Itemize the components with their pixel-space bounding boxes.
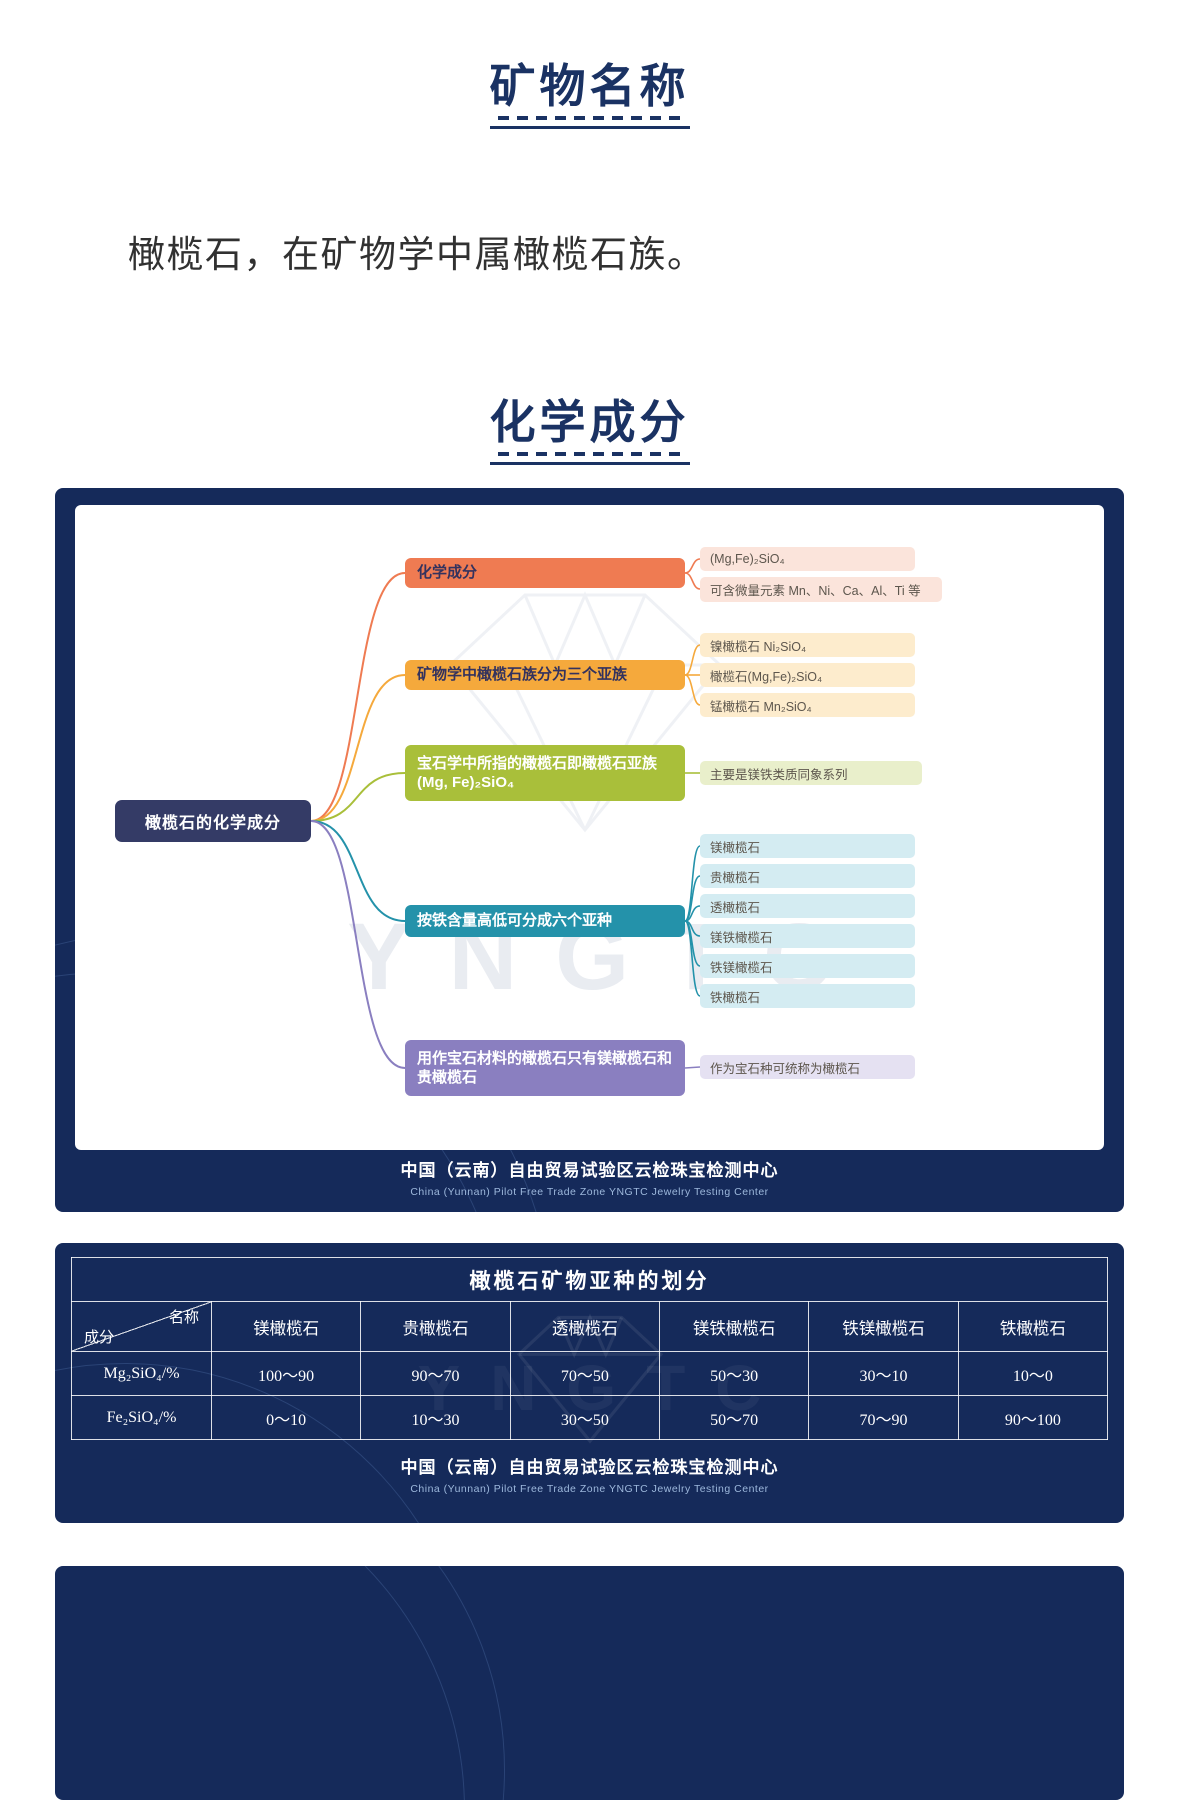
- table-cell: 70～50: [509, 1351, 660, 1396]
- footer-cn: 中国（云南）自由贸易试验区云检珠宝检测中心: [400, 1458, 779, 1477]
- table-cell: 50～70: [658, 1395, 810, 1440]
- table-cell: 10～0: [957, 1351, 1109, 1396]
- olivine-subspecies-table: 橄榄石矿物亚种的划分 名称 成分 镁橄榄石 贵橄榄石 透橄榄石 镁铁橄榄石 铁镁…: [71, 1257, 1109, 1440]
- connector-root-b3: [310, 772, 406, 822]
- table-cell: 70～90: [808, 1395, 959, 1440]
- mindmap-branch-six-subspecies: 按铁含量高低可分成六个亚种: [405, 905, 685, 937]
- mindmap-branch-chemical-composition: 化学成分: [405, 558, 685, 588]
- decor-arc: [55, 1566, 505, 1800]
- diagonal-divider: 名称 成分: [72, 1302, 211, 1351]
- connector-leaf: [684, 1066, 701, 1069]
- mindmap-branch-gemology-subgroup: 宝石学中所指的橄榄石即橄榄石亚族 (Mg, Fe)₂SiO₄: [405, 745, 685, 801]
- title-underline: [489, 452, 690, 465]
- mindmap-leaf-hyalosiderite: 透橄榄石: [700, 894, 915, 918]
- mindmap-branch-gem-material: 用作宝石材料的橄榄石只有镁橄榄石和贵橄榄石: [405, 1040, 685, 1096]
- corner-label-composition: 成分: [84, 1330, 115, 1346]
- table-cell: 100～90: [210, 1351, 362, 1396]
- mindmap-root-node: 橄榄石的化学成分: [115, 800, 311, 842]
- column-header: 镁橄榄石: [210, 1301, 362, 1352]
- connector-leaf: [684, 644, 701, 676]
- table-corner-cell: 名称 成分: [71, 1301, 212, 1352]
- mindmap-leaf-fe-mg-olivine: 铁镁橄榄石: [700, 954, 915, 978]
- table-row: Mg₂SiO₄/% 100～90 90～70 70～50 50～30 30～10…: [71, 1351, 1109, 1396]
- table-cell: 30～10: [808, 1351, 959, 1396]
- mindmap-leaf-formula: (Mg,Fe)₂SiO₄: [700, 547, 915, 571]
- mindmap-connectors: [310, 558, 701, 1069]
- footer-en: China (Yunnan) Pilot Free Trade Zone YNG…: [410, 1186, 769, 1198]
- table-cell: 90～70: [360, 1351, 511, 1396]
- footer-cn: 中国（云南）自由贸易试验区云检珠宝检测中心: [400, 1161, 779, 1180]
- mindmap-branch-three-subgroups: 矿物学中橄榄石族分为三个亚族: [405, 660, 685, 690]
- table-cell: 90～100: [957, 1395, 1109, 1440]
- connector-leaf: [684, 920, 701, 997]
- mindmap-leaf-mgfe-olivine: 橄榄石(Mg,Fe)₂SiO₄: [700, 663, 915, 687]
- mindmap-leaf-collective-name: 作为宝石种可统称为橄榄石: [700, 1055, 915, 1079]
- table-row: Fe₂SiO₄/% 0～10 10～30 30～50 50～70 70～90 9…: [71, 1395, 1109, 1440]
- mindmap-leaf-trace-elements: 可含微量元素 Mn、Ni、Ca、Al、Ti 等: [700, 577, 942, 602]
- connector-leaf: [684, 875, 701, 922]
- decor-arc: [55, 1566, 465, 1800]
- mindmap-leaf-mg-fe-olivine: 镁铁橄榄石: [700, 924, 915, 948]
- connector-leaf: [684, 674, 701, 706]
- section-title-mineral-name: 矿物名称: [489, 60, 690, 112]
- footer-en: China (Yunnan) Pilot Free Trade Zone YNG…: [410, 1483, 769, 1495]
- table-title: 橄榄石矿物亚种的划分: [71, 1257, 1108, 1302]
- title-underline-solid: [489, 462, 690, 465]
- mindmap-panel-footer: 中国（云南）自由贸易试验区云检珠宝检测中心 China (Yunnan) Pil…: [55, 1156, 1124, 1198]
- title-underline-dashes: [497, 452, 682, 456]
- column-header: 透橄榄石: [509, 1301, 660, 1352]
- column-header: 铁镁橄榄石: [808, 1301, 959, 1352]
- title-underline-solid: [489, 126, 690, 129]
- mindmap-leaf-fayalite: 铁橄榄石: [700, 984, 915, 1008]
- table-cell: 0～10: [210, 1395, 362, 1440]
- mindmap-leaf-mn-olivine: 锰橄榄石 Mn₂SiO₄: [700, 693, 915, 717]
- connector-leaf: [684, 558, 701, 574]
- column-header: 铁橄榄石: [957, 1301, 1109, 1352]
- table-panel-footer: 中国（云南）自由贸易试验区云检珠宝检测中心 China (Yunnan) Pil…: [55, 1453, 1124, 1495]
- intro-paragraph: 橄榄石，在矿物学中属橄榄石族。: [128, 234, 706, 275]
- connector-root-b4: [310, 820, 406, 922]
- table-cell: 10～30: [360, 1395, 511, 1440]
- connector-root-b5: [310, 820, 406, 1069]
- section-title-chemistry: 化学成分: [489, 396, 690, 448]
- mindmap-leaf-forsterite: 镁橄榄石: [700, 834, 915, 858]
- table-panel: YNGTC 橄榄石矿物亚种的划分 名称 成分 镁橄榄石 贵橄榄石 透橄榄石 镁铁…: [55, 1243, 1124, 1523]
- title-underline-dashes: [497, 116, 682, 120]
- mindmap-leaf-isomorphous-series: 主要是镁铁类质同象系列: [700, 761, 922, 785]
- table-cell: 50～30: [658, 1351, 810, 1396]
- mindmap-leaf-ni-olivine: 镍橄榄石 Ni₂SiO₄: [700, 633, 915, 657]
- row-label-fe2sio4: Fe₂SiO₄/%: [71, 1395, 212, 1440]
- title-underline: [489, 116, 690, 129]
- connector-leaf: [684, 572, 701, 590]
- mindmap-card: YNGTC: [75, 505, 1104, 1150]
- corner-label-name: 名称: [168, 1310, 199, 1326]
- table-cell: 30～50: [509, 1395, 660, 1440]
- row-label-mg2sio4: Mg₂SiO₄/%: [71, 1351, 212, 1396]
- connector-root-b2: [310, 674, 406, 822]
- column-header: 贵橄榄石: [360, 1301, 511, 1352]
- connector-leaf: [684, 845, 701, 922]
- column-header: 镁铁橄榄石: [658, 1301, 810, 1352]
- mindmap-panel: YNGTC: [55, 488, 1124, 1212]
- connector-root-b1: [310, 572, 406, 822]
- next-section-panel: [55, 1566, 1124, 1800]
- mindmap-leaf-chrysolite: 贵橄榄石: [700, 864, 915, 888]
